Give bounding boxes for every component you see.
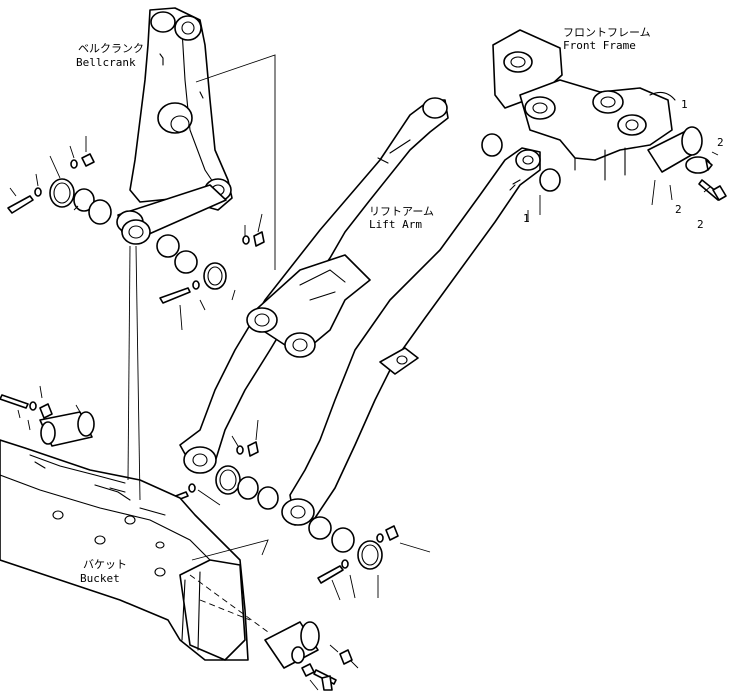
lift-arm-pin-washers bbox=[481, 133, 561, 222]
bucket-bottom-pin bbox=[264, 621, 359, 691]
lift-arm-rear bbox=[179, 97, 449, 474]
lower-pin-hardware bbox=[159, 419, 431, 601]
label-bucket: バケット Bucket bbox=[80, 558, 127, 585]
bucket-label-en: Bucket bbox=[80, 572, 120, 585]
callout-numbers: 1 2 1 2 2 bbox=[523, 98, 724, 231]
bellcrank-label-jp: ベルクランク bbox=[78, 42, 144, 55]
bucket-top-hardware bbox=[0, 385, 95, 447]
callout-2-frame-bolt-b: 2 bbox=[697, 218, 704, 231]
lift-arm-label-jp: リフトアーム bbox=[369, 205, 434, 218]
bellcrank-label-en: Bellcrank bbox=[76, 56, 136, 69]
bucket-label-jp: バケット bbox=[83, 558, 127, 571]
callout-1-arm-pin: 1 bbox=[523, 212, 530, 225]
label-bellcrank: ベルクランク Bellcrank bbox=[76, 42, 144, 69]
front-frame-bolts bbox=[698, 151, 727, 201]
callout-2-frame-bolt-a: 2 bbox=[675, 203, 682, 216]
front-frame-label-jp: フロントフレーム bbox=[563, 26, 651, 39]
lift-arm-stop-pad bbox=[379, 347, 419, 375]
front-frame-pin bbox=[647, 126, 711, 174]
front-frame-label-en: Front Frame bbox=[563, 39, 636, 52]
label-front-frame: フロントフレーム Front Frame bbox=[563, 26, 651, 52]
bellcrank bbox=[129, 7, 233, 211]
lift-arm-label-en: Lift Arm bbox=[369, 218, 422, 231]
assembly-lines bbox=[127, 54, 673, 633]
lift-arm-cross-tube bbox=[246, 254, 371, 358]
label-lift-arm: リフトアーム Lift Arm bbox=[369, 205, 434, 231]
bellcrank-link bbox=[116, 184, 227, 245]
callout-1-frame-pin: 1 bbox=[681, 98, 688, 111]
bellcrank-hardware bbox=[7, 136, 265, 331]
bucket bbox=[0, 439, 249, 661]
front-frame bbox=[492, 29, 676, 181]
callout-2-frame-washer: 2 bbox=[717, 136, 724, 149]
lift-arm-front bbox=[281, 147, 541, 526]
